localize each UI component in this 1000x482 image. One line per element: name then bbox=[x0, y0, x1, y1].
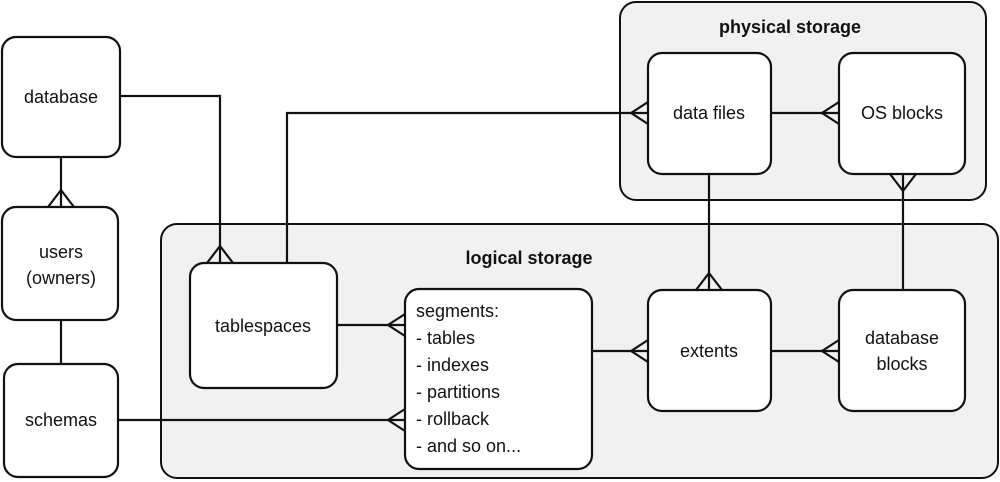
entity-database: database bbox=[0, 35, 122, 159]
crows-foot-extents-top bbox=[695, 271, 723, 291]
entity-extents-label: extents bbox=[680, 341, 738, 361]
entity-segments-line4: - partitions bbox=[416, 382, 500, 402]
entity-tablespaces: tablespaces bbox=[188, 261, 339, 390]
connector-tablespaces-datafiles bbox=[285, 111, 648, 263]
crows-foot-segments-schemas bbox=[385, 408, 406, 432]
crows-foot-datafiles-left bbox=[628, 101, 649, 125]
connector-database-tablespaces bbox=[120, 94, 222, 263]
entity-schemas: schemas bbox=[2, 362, 120, 479]
entity-segments-line2: - tables bbox=[416, 328, 475, 348]
entity-data-files: data files bbox=[646, 51, 773, 176]
entity-segments-line1: segments: bbox=[416, 301, 499, 321]
entity-database-blocks: database blocks bbox=[837, 288, 967, 413]
entity-os-blocks: OS blocks bbox=[837, 51, 967, 176]
logical-storage-title: logical storage bbox=[465, 248, 592, 268]
entity-database-box bbox=[0, 35, 122, 159]
entity-segments-box bbox=[403, 287, 594, 471]
entity-tablespaces-label: tablespaces bbox=[215, 316, 311, 336]
crows-foot-users-top bbox=[47, 188, 75, 208]
entity-database-blocks-line2: blocks bbox=[876, 354, 927, 374]
entity-database-blocks-line1: database bbox=[865, 328, 939, 348]
crows-foot-markers bbox=[47, 101, 917, 432]
entity-os-blocks-box bbox=[837, 51, 967, 176]
entity-users-label-line1: users bbox=[39, 242, 83, 262]
entity-users-box bbox=[0, 205, 120, 322]
entity-users-label-line2: (owners) bbox=[26, 268, 96, 288]
physical-storage-title: physical storage bbox=[719, 17, 861, 37]
entity-segments-line3: - indexes bbox=[416, 355, 489, 375]
entity-database-blocks-box bbox=[837, 288, 967, 413]
entity-database-label: database bbox=[24, 87, 98, 107]
entity-os-blocks-label: OS blocks bbox=[861, 103, 943, 123]
entity-segments-line5: - rollback bbox=[416, 409, 490, 429]
entity-extents: extents bbox=[646, 288, 773, 413]
entity-segments-line6: - and so on... bbox=[416, 436, 521, 456]
entity-extents-box bbox=[646, 288, 773, 413]
crows-foot-osblocks-left bbox=[819, 101, 840, 125]
crows-foot-extents-left bbox=[628, 339, 649, 363]
entity-data-files-box bbox=[646, 51, 773, 176]
entity-users: users (owners) bbox=[0, 205, 120, 322]
crows-foot-segments-tablespaces bbox=[385, 313, 406, 337]
crows-foot-dbblocks-left bbox=[819, 339, 840, 363]
entity-schemas-label: schemas bbox=[25, 410, 97, 430]
entity-schemas-box bbox=[2, 362, 120, 479]
crows-foot-osblocks-bottom bbox=[889, 173, 917, 193]
entity-data-files-label: data files bbox=[673, 103, 745, 123]
crows-foot-tablespaces-top bbox=[206, 244, 234, 264]
entity-tablespaces-box bbox=[188, 261, 339, 390]
entity-segments: segments: - tables - indexes - partition… bbox=[403, 287, 594, 471]
connectors bbox=[59, 94, 905, 422]
